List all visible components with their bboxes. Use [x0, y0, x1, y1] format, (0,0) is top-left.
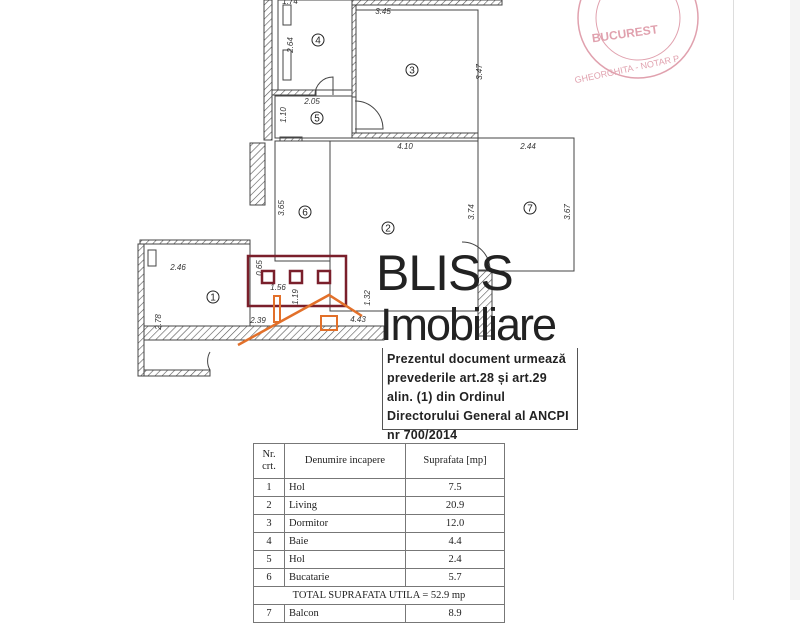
row-nr: 7	[253, 604, 285, 623]
dimension-label: 3.67	[563, 204, 572, 220]
dimension-label: 2.64	[286, 37, 295, 54]
total-area: TOTAL SUPRAFATA UTILA = 52.9 mp	[253, 586, 505, 605]
room-marker-circle	[298, 205, 312, 219]
row-nr: 5	[253, 550, 285, 569]
row-name: Living	[284, 496, 406, 515]
row-nr: 2	[253, 496, 285, 515]
row-name: Hol	[284, 478, 406, 497]
stamp-line1: BUCUREST	[591, 22, 660, 45]
dimension-label: 1.10	[279, 107, 288, 123]
col-header-area: Suprafata [mp]	[405, 443, 505, 479]
room-marker-circle	[523, 201, 537, 215]
room-number: 5	[314, 114, 320, 125]
row-nr: 4	[253, 532, 285, 551]
dimension-label: 1.74	[282, 0, 298, 6]
dimension-label: 3.45	[375, 7, 391, 16]
row-area: 12.0	[405, 514, 505, 533]
dimension-label: 2.39	[249, 316, 266, 325]
dimension-label: 2.44	[519, 142, 536, 151]
dimension-label: 2.78	[154, 314, 163, 331]
total-row: TOTAL SUPRAFATA UTILA = 52.9 mp	[253, 586, 505, 605]
room-marker-circle	[310, 111, 324, 125]
dimension-label: 1.32	[363, 290, 372, 306]
row-name: Hol	[284, 550, 406, 569]
room-marker-circle	[311, 33, 325, 47]
dimension-label: 4.10	[397, 142, 413, 151]
row-nr: 6	[253, 568, 285, 587]
row-nr: 1	[253, 478, 285, 497]
row-area: 20.9	[405, 496, 505, 515]
room-number: 7	[527, 204, 533, 215]
room-marker-circle	[405, 63, 419, 77]
row-area: 4.4	[405, 532, 505, 551]
row-name: Balcon	[284, 604, 406, 623]
dimension-label: 1.19	[291, 289, 300, 305]
dimension-label: 2.46	[169, 263, 186, 272]
room-marker-circle	[206, 290, 220, 304]
floor-plan: 1 2 3 4 5 6 7 1.74 3.45 2.64 3.47 2.05 1.10 4.10 2.44…	[137, 0, 699, 377]
legal-note: Prezentul document urmează prevederile a…	[382, 348, 578, 442]
row-name: Bucatarie	[284, 568, 406, 587]
dimension-label: 1.56	[270, 283, 286, 292]
dimension-label: 3.47	[475, 64, 484, 80]
scroll-gutter	[790, 0, 800, 600]
room-number: 1	[210, 293, 216, 304]
dimension-label: 3.65	[277, 200, 286, 216]
room-areas-table: Nr. crt. Denumire incapere Suprafata [mp…	[253, 443, 505, 623]
room-number: 6	[302, 208, 308, 219]
dimension-label: 3.74	[467, 204, 476, 220]
row-area: 7.5	[405, 478, 505, 497]
dimension-label: 2.05	[303, 97, 320, 106]
notary-stamp: BUCUREST GHEORGHITA - NOTAR P	[574, 0, 699, 85]
room-marker-circle	[381, 221, 395, 235]
col-header-nr: Nr. crt.	[253, 443, 285, 479]
row-area: 5.7	[405, 568, 505, 587]
row-name: Dormitor	[284, 514, 406, 533]
bliss-logo-icon	[237, 254, 363, 347]
row-area: 2.4	[405, 550, 505, 569]
col-header-name: Denumire incapere	[284, 443, 406, 479]
logo-name: BLISS	[376, 245, 514, 301]
row-name: Baie	[284, 532, 406, 551]
page-edge-line	[733, 0, 734, 600]
row-area: 8.9	[405, 604, 505, 623]
room-number: 2	[385, 224, 391, 235]
room-number: 3	[409, 66, 415, 77]
dimension-label: 0.65	[255, 260, 264, 276]
row-nr: 3	[253, 514, 285, 533]
room-number: 4	[315, 36, 321, 47]
dimension-label: 4.43	[350, 315, 366, 324]
logo-subtitle: Imobiliare	[380, 299, 557, 350]
